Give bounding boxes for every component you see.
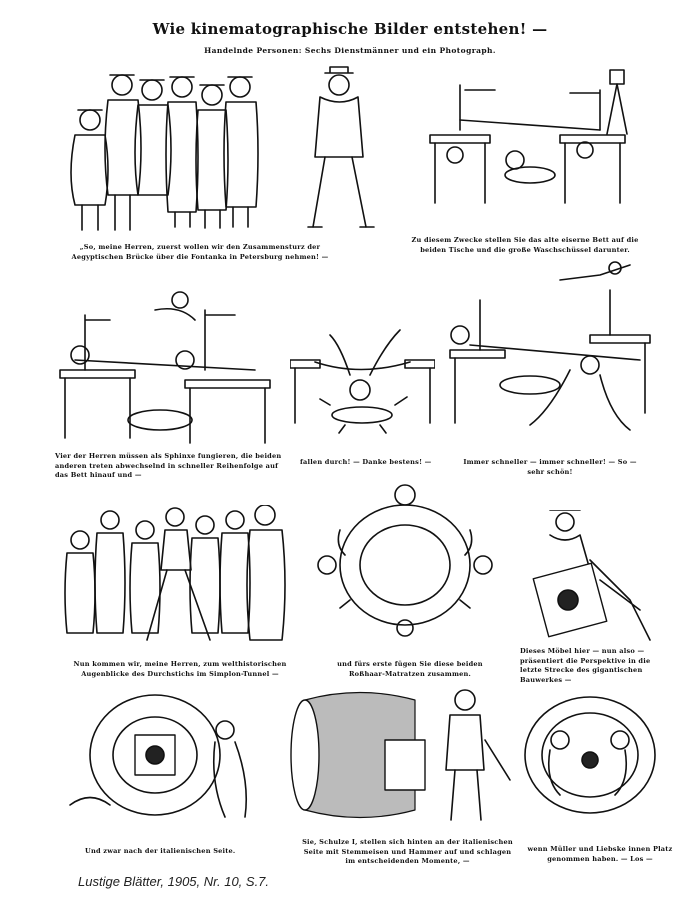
- illustration-six-porters: [60, 65, 275, 235]
- illustration-italian-side: [65, 690, 260, 830]
- caption-7: und fürs erste fügen Sie diese beiden Ro…: [337, 660, 483, 678]
- caption-6: Nun kommen wir, meine Herren, zum welthi…: [73, 660, 287, 678]
- page-subtitle: Handelnde Personen: Sechs Dienstmänner u…: [204, 46, 496, 55]
- illustration-bed-on-tables: [420, 65, 640, 230]
- caption-11: wenn Müller und Liebske innen Platz geno…: [527, 845, 673, 863]
- caption-2: Zu diesem Zwecke stellen Sie das alte ei…: [411, 236, 639, 254]
- illustration-mattress-ring: [305, 480, 505, 640]
- caption-1: „So, meine Herren, zuerst wollen wir den…: [71, 243, 329, 261]
- illustration-sphinxes: [55, 280, 275, 445]
- caption-9: Und zwar nach der italienischen Seite.: [85, 847, 236, 855]
- page-title: Wie kinematographische Bilder entstehen!…: [152, 20, 548, 38]
- caption-10: Sie, Schulze I, stellen sich hinten an d…: [302, 838, 513, 865]
- illustration-group-simplon: [55, 505, 295, 650]
- illustration-photographer: [290, 65, 385, 235]
- caption-8: Dieses Möbel hier — nun also — präsentie…: [520, 647, 651, 684]
- caption-4: fallen durch! — Danke bestens! —: [300, 458, 432, 466]
- illustration-mueller-liebske-inside: [515, 690, 665, 820]
- illustration-schulze-hammer: [285, 680, 520, 830]
- caption-3: Vier der Herren müssen als Sphinxe fungi…: [55, 452, 282, 479]
- source-citation: Lustige Blätter, 1905, Nr. 10, S.7.: [78, 874, 270, 889]
- illustration-falling-through: [290, 280, 435, 440]
- illustration-faster: [440, 260, 660, 445]
- caption-5: Immer schneller — immer schneller! — So …: [463, 458, 637, 476]
- illustration-furniture-perspective: [520, 510, 660, 650]
